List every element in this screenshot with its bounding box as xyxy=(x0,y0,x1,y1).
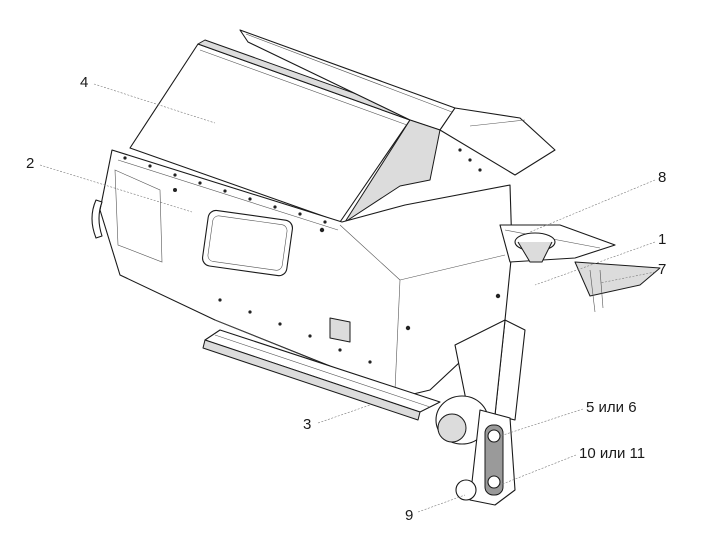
callout-5-or-6: 5 или 6 xyxy=(586,399,637,416)
drive-unit xyxy=(435,395,516,506)
conveyor-leg xyxy=(454,319,526,421)
callout-1: 1 xyxy=(658,231,667,248)
callout-9: 9 xyxy=(405,507,414,524)
callout-3: 3 xyxy=(303,416,312,433)
top-cover xyxy=(129,29,556,223)
hopper-body xyxy=(91,148,513,397)
leader-lines xyxy=(39,83,656,513)
auger-trough xyxy=(202,329,441,421)
callout-2: 2 xyxy=(26,155,35,172)
rear-platform xyxy=(499,224,661,313)
callout-4: 4 xyxy=(80,74,89,91)
callout-7: 7 xyxy=(658,261,667,278)
callout-10-or-11: 10 или 11 xyxy=(579,445,646,462)
callout-8: 8 xyxy=(658,169,667,186)
